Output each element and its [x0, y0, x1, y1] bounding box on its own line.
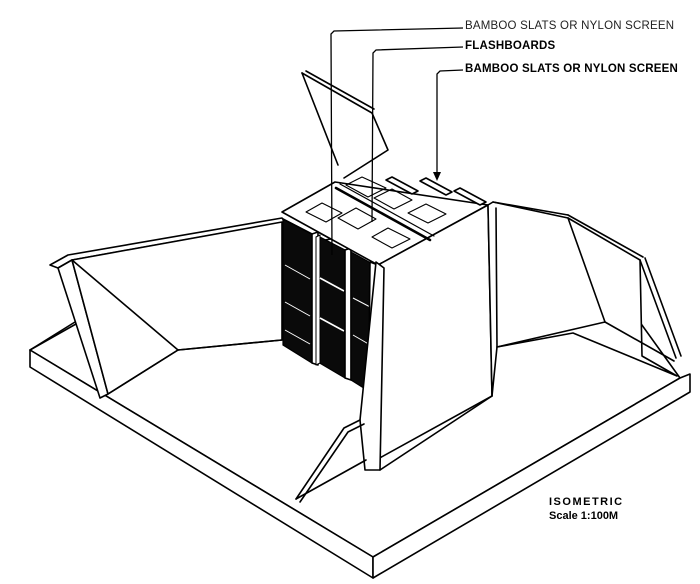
leader-lines [330, 27, 464, 256]
scale-label: Scale 1:100M [549, 510, 619, 522]
view-label: ISOMETRIC [549, 496, 624, 508]
label-screen-lower: BAMBOO SLATS OR NYLON SCREEN [465, 63, 679, 75]
front-buttress [295, 261, 493, 503]
lifted-screen-frame [301, 70, 389, 179]
left-wing-wall [29, 217, 286, 399]
label-flashboards: FLASHBOARDS [465, 40, 556, 52]
screen-panels [282, 218, 381, 394]
label-screen-upper: BAMBOO SLATS OR NYLON SCREEN [465, 20, 675, 32]
right-wing-wall [487, 201, 682, 397]
drawing-caption: ISOMETRIC Scale 1:100M [549, 495, 624, 523]
